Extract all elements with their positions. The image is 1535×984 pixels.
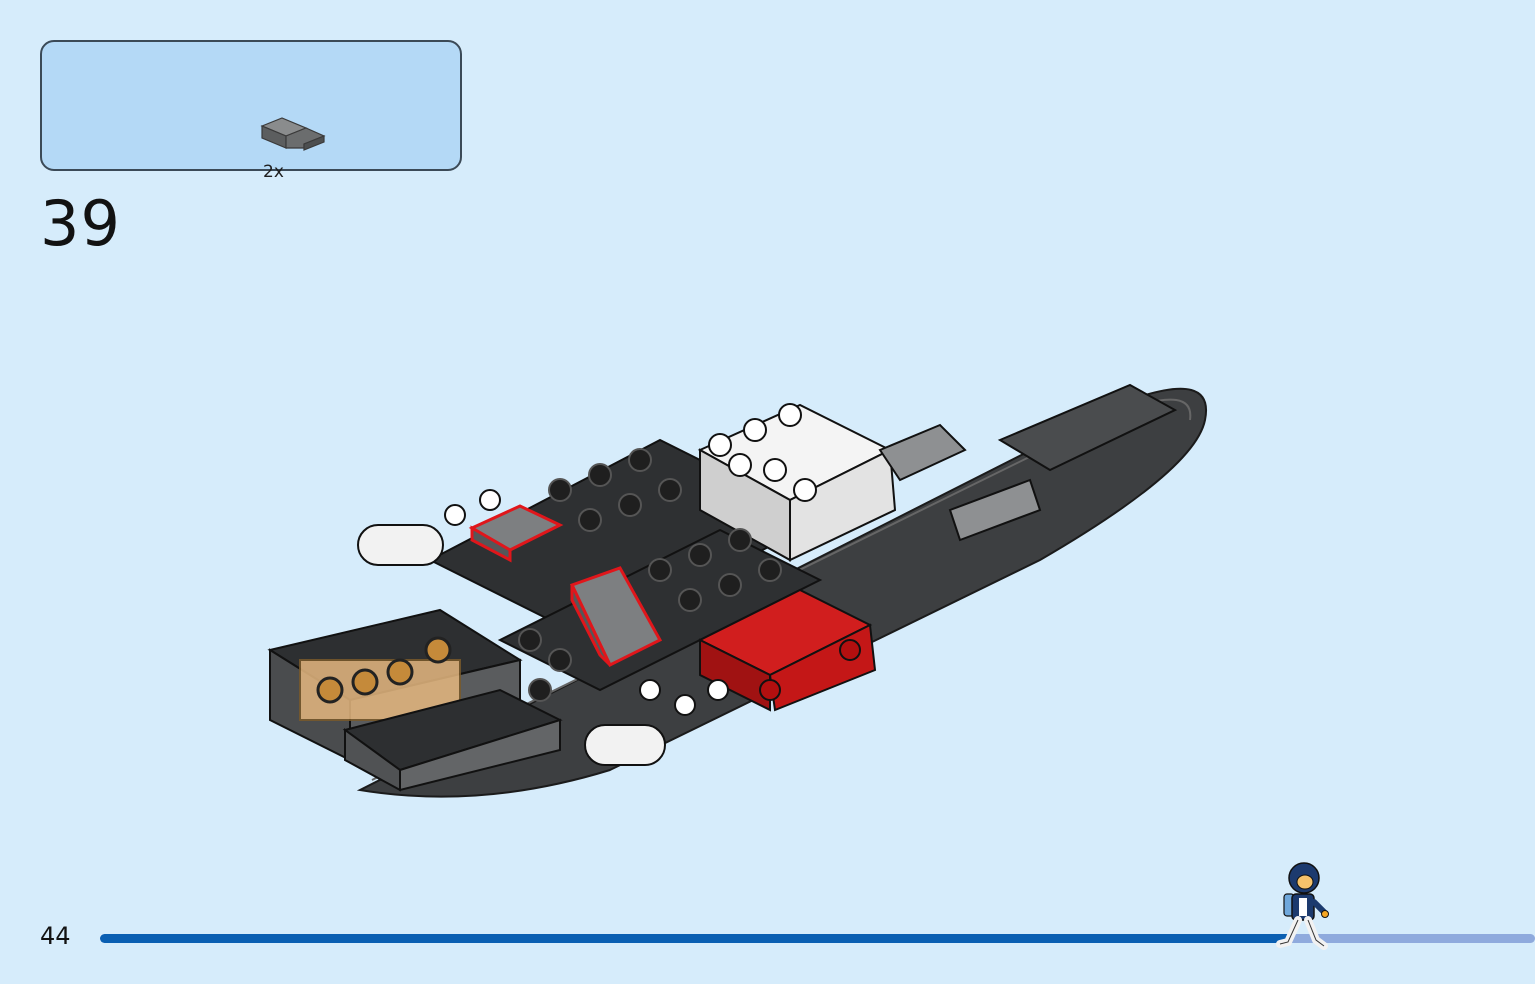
progress-bar — [100, 934, 1535, 943]
page-number: 44 — [40, 922, 71, 950]
step-number: 39 — [40, 187, 121, 260]
parts-callout: 2x — [40, 40, 462, 182]
new-slope-piece — [569, 566, 663, 668]
part-quantity: 2x — [263, 162, 284, 182]
dark-gray-slope-brick-icon — [260, 117, 326, 151]
progress-fill — [100, 934, 1292, 943]
minifigure-runner-icon — [1276, 862, 1329, 950]
new-slope-piece — [468, 504, 564, 563]
